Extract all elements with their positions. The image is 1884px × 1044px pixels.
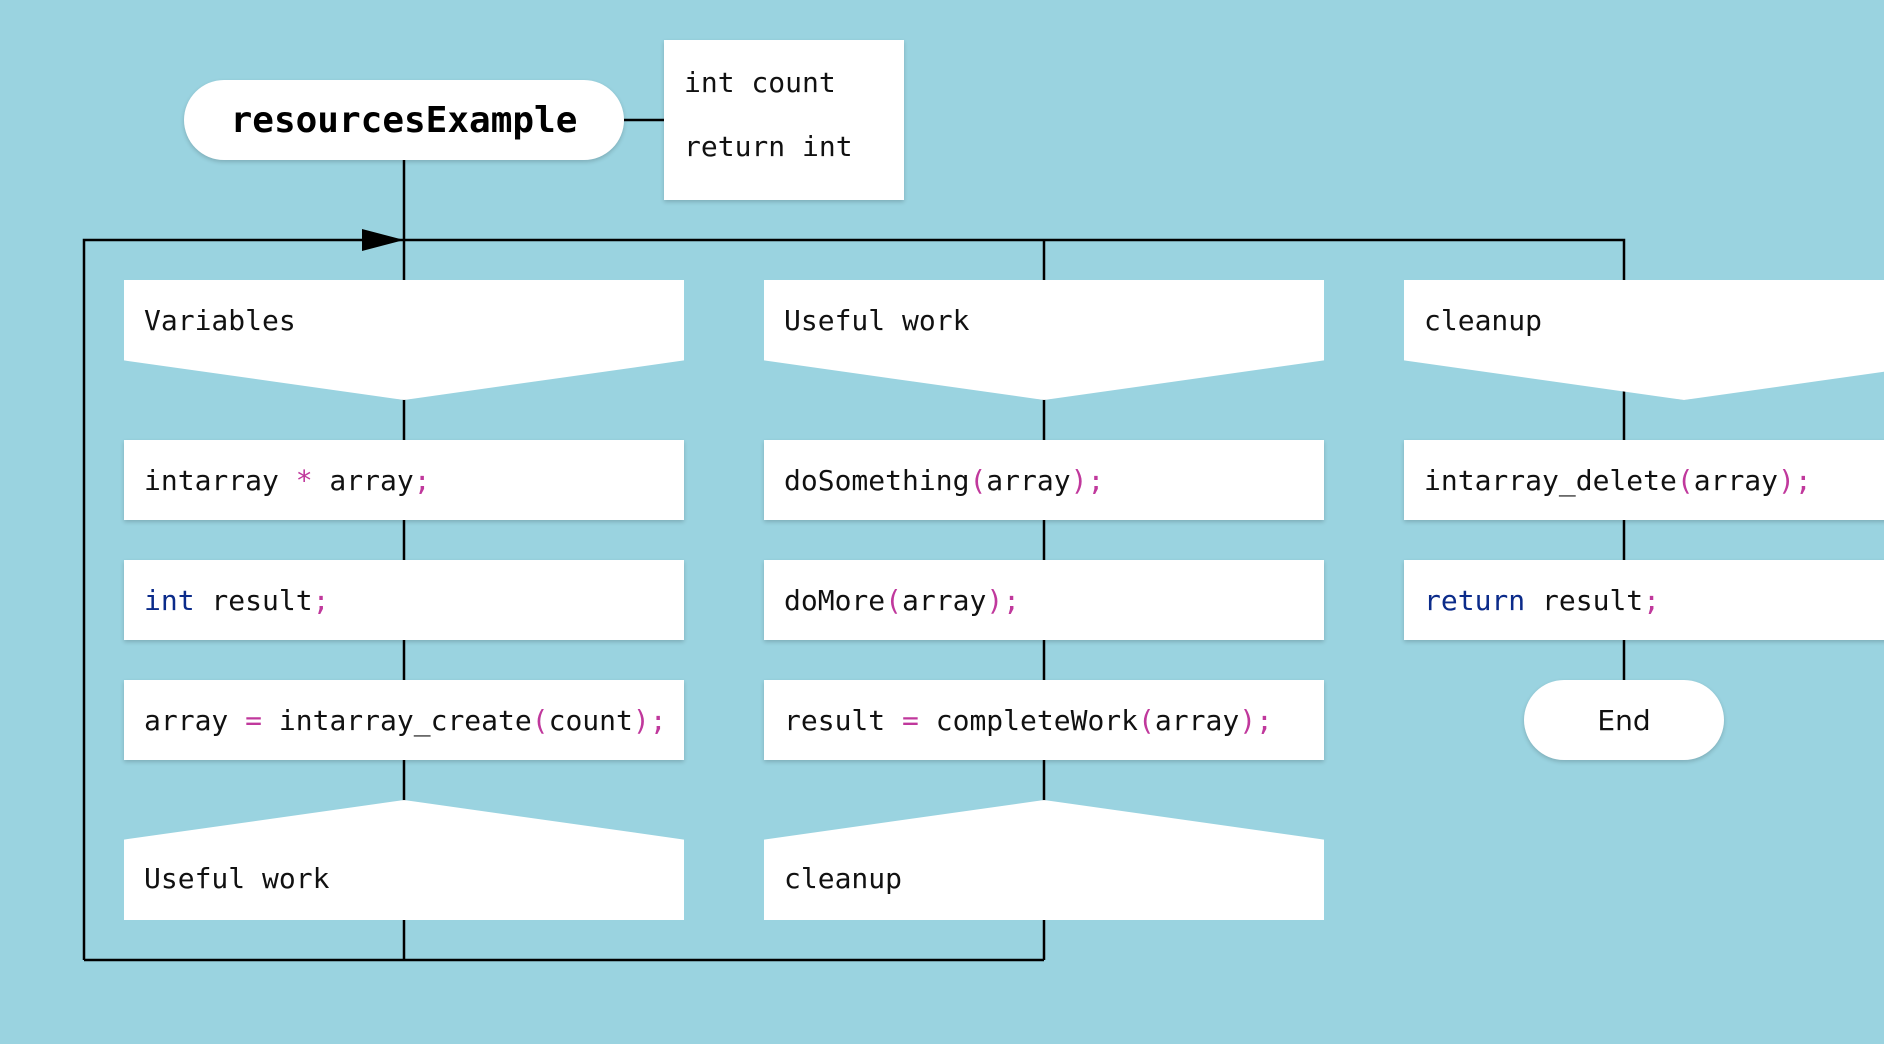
code-token: result xyxy=(1525,583,1644,617)
statement: array = intarray_create(count); xyxy=(124,680,684,760)
code-token: result xyxy=(194,583,313,617)
code-token: ; xyxy=(312,583,330,617)
code-token: = xyxy=(902,703,919,737)
code-token: ( xyxy=(1138,703,1155,737)
code-token: ; xyxy=(649,703,667,737)
function-signature: int count return int xyxy=(664,40,904,200)
code-token: doSomething xyxy=(784,463,970,497)
code-token: = xyxy=(245,703,263,737)
code-token: ; xyxy=(1087,463,1105,497)
code-token: array xyxy=(986,463,1071,497)
return-type: return int xyxy=(684,130,853,163)
loop-arrow-icon xyxy=(362,229,404,251)
code-token: int xyxy=(144,583,195,617)
statement: result = completeWork(array); xyxy=(764,680,1324,760)
code-token: array xyxy=(1693,463,1779,497)
code-token: intarray xyxy=(144,463,296,497)
code-token: intarray_delete xyxy=(1424,463,1677,497)
code-token: doMore xyxy=(784,583,886,617)
code-token: ( xyxy=(531,703,549,737)
code-token: array xyxy=(312,463,414,497)
code-token: ; xyxy=(413,463,431,497)
code-token: ; xyxy=(1256,703,1273,737)
code-token: ( xyxy=(1676,463,1694,497)
code-token: completeWork xyxy=(918,703,1139,737)
code-token: ; xyxy=(1794,463,1812,497)
code-token: * xyxy=(295,463,313,497)
code-token: return xyxy=(1424,583,1526,617)
code-token: ( xyxy=(885,583,903,617)
statement: doMore(array); xyxy=(764,560,1324,640)
end-terminator: End xyxy=(1524,680,1724,760)
top-bus xyxy=(82,238,1626,960)
code-token: result xyxy=(784,703,903,737)
statement: return result; xyxy=(1404,560,1884,640)
code-token: ; xyxy=(1003,583,1021,617)
statement: intarray_delete(array); xyxy=(1404,440,1884,520)
code-token: count xyxy=(548,703,633,737)
statement: int result; xyxy=(124,560,684,640)
code-token: intarray_create xyxy=(262,703,532,737)
code-token: ) xyxy=(1070,463,1088,497)
code-token: ) xyxy=(632,703,650,737)
code-token: array xyxy=(1154,703,1240,737)
code-token: ) xyxy=(1778,463,1795,497)
code-token: ; xyxy=(1643,583,1661,617)
code-token: array xyxy=(902,583,987,617)
code-token: ) xyxy=(1239,703,1257,737)
param-count: int count xyxy=(684,66,836,99)
statement: intarray * array; xyxy=(124,440,684,520)
statement: doSomething(array); xyxy=(764,440,1324,520)
code-token: array xyxy=(144,703,246,737)
code-token: ) xyxy=(986,583,1004,617)
code-token: ( xyxy=(969,463,987,497)
function-name: resourcesExample xyxy=(184,80,624,160)
